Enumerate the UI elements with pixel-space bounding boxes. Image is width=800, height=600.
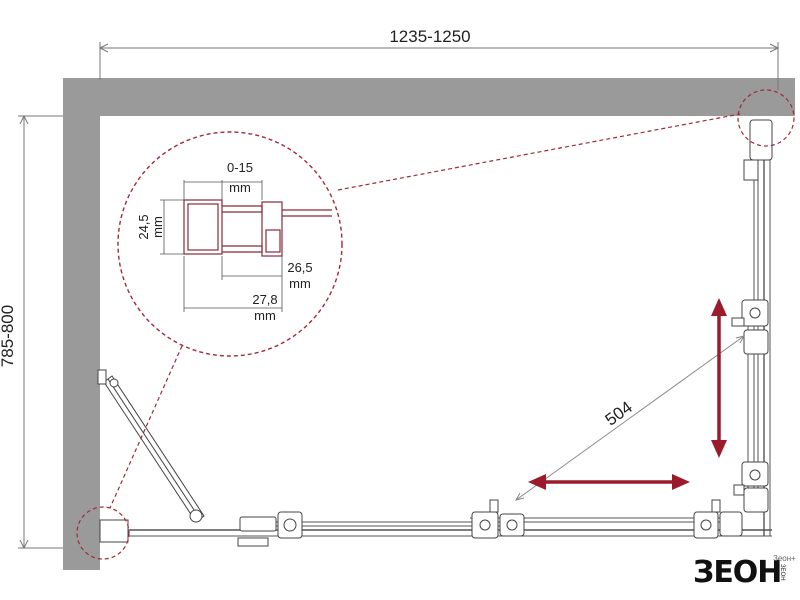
corner-detail-circle-bottom — [76, 506, 130, 560]
detail-magnifier-circle — [117, 131, 343, 357]
bottom-rollers — [99, 499, 743, 547]
brand-vertical-text: ЗЕОН — [779, 564, 785, 581]
sliding-arrows — [528, 298, 727, 490]
width-dimension — [98, 42, 780, 90]
detail-overall-profile-unit: mm — [254, 308, 276, 323]
detail-adjust-unit: mm — [229, 180, 251, 195]
brand-logo: ЗЕОН Зеон+ ЗЕОН — [693, 554, 796, 594]
diagonal-dimension — [514, 335, 746, 501]
wall-top — [63, 78, 795, 116]
depth-dimension — [18, 114, 63, 550]
detail-profile-height-unit: mm — [150, 216, 165, 238]
depth-label: 785-800 — [0, 305, 17, 367]
profile-section — [183, 199, 332, 257]
detail-profile-height: 24,5 — [136, 214, 151, 239]
corner-detail-circle-top — [737, 89, 795, 147]
diagonal-label: 504 — [602, 398, 636, 430]
front-glass-track — [100, 517, 772, 537]
width-label: 1235-1250 — [389, 27, 470, 46]
detail-profile-depth: 26,5 — [287, 260, 312, 275]
detail-adjust-range: 0-15 — [227, 160, 253, 175]
profile-dimensions — [160, 180, 283, 312]
swing-door — [97, 369, 205, 523]
brand-logo-text: ЗЕОН — [693, 555, 782, 590]
brand-tagline: Зеон+ — [773, 554, 796, 563]
wall-left — [63, 78, 100, 570]
detail-overall-profile: 27,8 — [252, 292, 277, 307]
side-rollers — [731, 119, 773, 513]
detail-profile-depth-unit: mm — [289, 276, 311, 291]
detail-callout — [76, 89, 795, 560]
